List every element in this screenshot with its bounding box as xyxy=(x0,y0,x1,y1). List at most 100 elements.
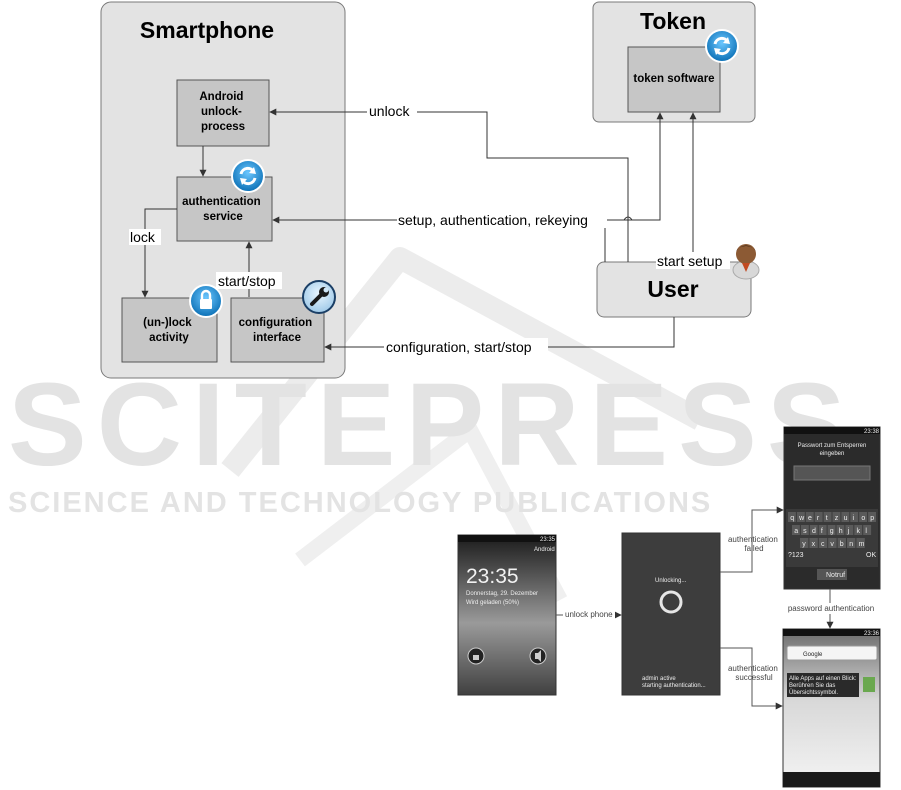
keyboard-key-label: j xyxy=(847,528,850,535)
home-toast-line-1: Berühren Sie das xyxy=(789,683,835,689)
keyboard-key xyxy=(837,538,846,548)
keyboard-key-label: y xyxy=(802,541,806,548)
keyboard-key-label: w xyxy=(798,515,805,522)
keyboard-key-label: d xyxy=(812,528,816,535)
watermark-main-text: SCITEPRESS xyxy=(8,359,856,491)
keyboard-key-label: z xyxy=(835,515,839,522)
label-bg xyxy=(129,229,161,245)
keyboard-key-label: b xyxy=(840,541,844,548)
keyboard-key xyxy=(827,525,836,535)
edge-lock xyxy=(141,208,177,298)
keyboard-key xyxy=(800,525,809,535)
keyboard-key xyxy=(818,525,827,535)
lock-clock: 23:35 xyxy=(466,565,519,588)
authentication-service-label-line: service xyxy=(203,211,243,223)
edge-label-start-setup: start setup xyxy=(657,253,723,269)
password-status-time: 23:38 xyxy=(864,429,880,435)
flow-label-success-line: authentication xyxy=(728,664,778,673)
home-search-placeholder: Google xyxy=(803,652,823,658)
sync-icon xyxy=(705,29,739,63)
authentication-service-label-line: authentication xyxy=(182,196,261,208)
configuration-interface-label-line: configuration xyxy=(239,317,312,329)
keyboard-key xyxy=(832,512,841,522)
keyboard-key xyxy=(868,512,876,522)
label-bg xyxy=(384,338,548,355)
password-input xyxy=(793,465,871,481)
label-bg xyxy=(397,211,607,228)
lock-date: Donnerstag, 29. Dezember xyxy=(466,591,538,597)
keyboard-key xyxy=(850,512,859,522)
keyboard-key-label: t xyxy=(826,515,828,522)
unlocking-title: Unlocking... xyxy=(655,578,687,584)
flow-label-success-line: successful xyxy=(735,673,773,682)
keyboard-key xyxy=(828,538,837,548)
keyboard-key-label: s xyxy=(803,528,807,535)
keyboard-key-label: u xyxy=(844,515,848,522)
unlock-activity-box: (un-)lock activity xyxy=(121,297,218,363)
keyboard-key-label: n xyxy=(849,541,853,548)
sync-icon xyxy=(231,159,265,193)
keyboard-key-label: x xyxy=(812,541,816,548)
unlocking-status-2: starting authentication... xyxy=(642,683,706,689)
keyboard-key-label: l xyxy=(865,528,867,535)
lock-carrier: Android xyxy=(534,547,555,553)
token-software-box: token software xyxy=(627,46,721,113)
user-label: User xyxy=(647,276,698,302)
keyboard-key-label: e xyxy=(808,515,812,522)
flow-label-success: authentication successful xyxy=(728,664,780,682)
unlocking-status-1: admin active xyxy=(642,676,676,682)
keyboard-key-label: i xyxy=(853,515,855,522)
flow-label-unlock-phone: unlock phone xyxy=(565,610,613,619)
user-person-icon xyxy=(732,244,760,280)
edge-label-configuration: configuration, start/stop xyxy=(386,339,532,355)
unlock-activity-label-line: activity xyxy=(149,332,189,344)
edge-label-start-stop: start/stop xyxy=(218,273,276,289)
flow-arrow-failed xyxy=(720,506,784,573)
user-box: User xyxy=(596,261,752,318)
keyboard-key-label: r xyxy=(817,515,820,522)
keyboard-key xyxy=(854,525,863,535)
sound-icon-shape xyxy=(535,650,541,662)
keyboard-key xyxy=(847,538,856,548)
flow-label-failed-line: authentication xyxy=(728,535,778,544)
keyboard-key-label: c xyxy=(821,541,825,548)
android-unlock-process-label-line: unlock- xyxy=(201,106,242,118)
flow-label-password: password authentication xyxy=(788,604,874,613)
keyboard-key xyxy=(859,512,868,522)
configuration-interface-label-line: interface xyxy=(253,332,301,344)
password-prompt-line-1: Passwort zum Entsperren xyxy=(798,443,867,449)
key-123: ?123 xyxy=(788,552,804,559)
keyboard-key xyxy=(805,512,814,522)
android-robot-icon xyxy=(863,677,875,692)
keyboard-key xyxy=(823,512,832,522)
keyboard-key-label: v xyxy=(830,541,834,548)
key-notruf: Notruf xyxy=(826,572,845,579)
keyboard-key-label: o xyxy=(861,515,865,522)
unlock-activity-label-line: (un-)lock xyxy=(143,317,192,329)
key-ok: OK xyxy=(866,552,876,559)
lock-charging: Wird geladen (50%) xyxy=(466,600,519,606)
token-title: Token xyxy=(640,8,706,34)
keyboard-key xyxy=(856,538,865,548)
label-bg xyxy=(788,603,874,614)
keyboard-key-label: a xyxy=(794,528,798,535)
home-dock xyxy=(783,772,880,787)
home-screen-screenshot: 23:36 Google Alle Apps auf einen Blick: … xyxy=(782,628,881,788)
keyboard-key-label: k xyxy=(857,528,861,535)
emergency-button xyxy=(817,569,847,580)
wrench-icon xyxy=(302,280,336,314)
watermark-arc-shape xyxy=(221,247,706,477)
edge-label-setup: setup, authentication, rekeying xyxy=(398,212,588,228)
password-prompt-line-2: eingeben xyxy=(820,451,845,457)
keyboard-key-label: g xyxy=(830,528,834,535)
edge-label-unlock: unlock xyxy=(369,103,410,119)
keyboard-key xyxy=(818,538,828,548)
password-screen-screenshot: 23:38 Passwort zum Entsperren eingeben q… xyxy=(783,426,881,590)
keyboard-key xyxy=(814,512,823,522)
keyboard-key xyxy=(792,525,800,535)
configuration-interface-box: configuration interface xyxy=(230,297,325,363)
watermark-sub-text: SCIENCE AND TECHNOLOGY PUBLICATIONS xyxy=(8,487,712,519)
keyboard-key-label: h xyxy=(839,528,843,535)
